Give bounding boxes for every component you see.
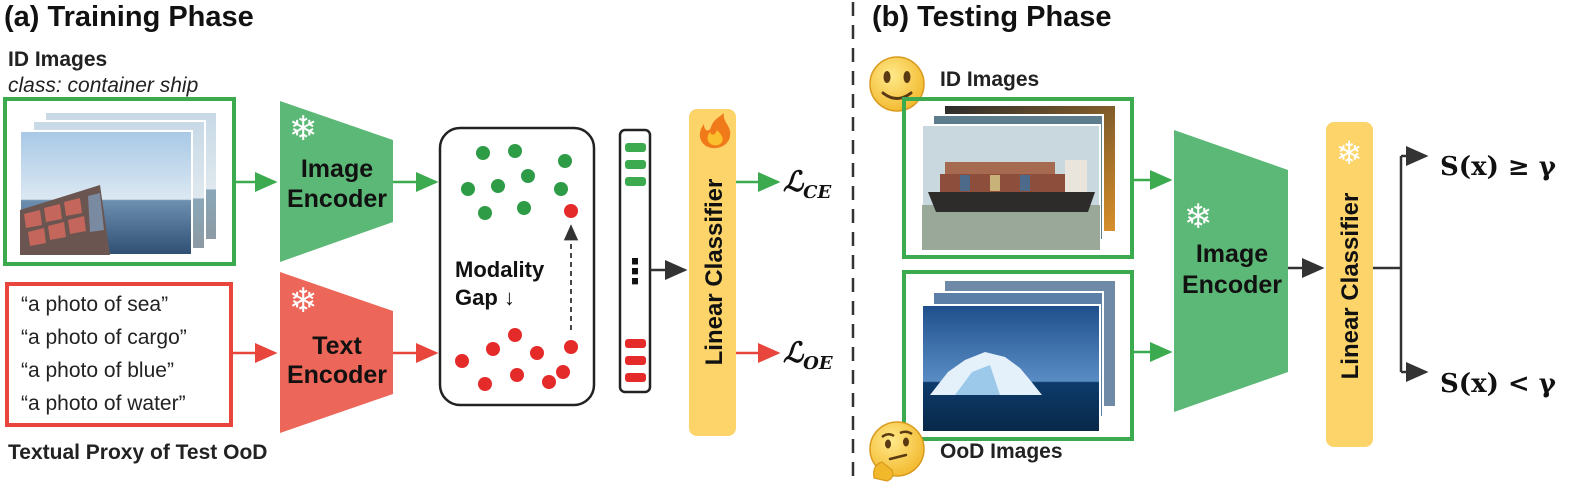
feature-vector (618, 128, 652, 394)
shifted-red-dot (564, 204, 578, 218)
loss-ce-subscript: CE (803, 182, 831, 203)
training-classifier-label: Linear Classifier (701, 179, 728, 366)
training-image-encoder (280, 101, 393, 262)
text-encoder-label-2: Encoder (287, 361, 387, 389)
testing-linear-classifier (1326, 122, 1373, 447)
prompt-4: “a photo of water” (21, 392, 186, 415)
testing-image-encoder-label-1: Image (1196, 240, 1268, 268)
testing-classifier-label: Linear Classifier (1337, 193, 1364, 380)
training-id-image-stack (3, 97, 236, 266)
testing-title: (b) Testing Phase (872, 1, 1112, 33)
loss-oe: ℒOE (783, 336, 833, 374)
testing-id-image-stack (902, 97, 1134, 259)
flame-icon (699, 113, 731, 149)
loss-oe-subscript: OE (803, 353, 833, 374)
text-prompts-box (5, 282, 233, 427)
green-feature-dots (461, 144, 572, 220)
text-encoder (280, 272, 393, 433)
prompt-1: “a photo of sea” (21, 293, 168, 316)
score-low-label: S(x) < γ (1440, 369, 1557, 399)
snowflake-icon: ❄ (1184, 198, 1213, 236)
snowflake-icon: ❄ (289, 282, 318, 320)
snowflake-icon: ❄ (1336, 135, 1363, 171)
smiley-face-icon (869, 56, 925, 112)
testing-image-encoder-label-2: Encoder (1182, 271, 1282, 299)
training-linear-classifier (689, 109, 736, 436)
training-image-encoder-label-1: Image (301, 155, 373, 183)
prompt-2: “a photo of cargo” (21, 326, 187, 349)
training-title: (a) Training Phase (4, 1, 254, 33)
modality-gap-label-1: Modality (455, 257, 545, 282)
training-image-encoder-label-2: Encoder (287, 185, 387, 213)
snowflake-icon: ❄ (289, 110, 318, 148)
thinking-face-icon (869, 421, 925, 482)
modality-gap-label-2: Gap ↓ (455, 285, 515, 310)
text-encoder-label-1: Text (312, 332, 362, 360)
testing-ood-images-label: OoD Images (940, 440, 1063, 463)
output-branch (1373, 146, 1429, 382)
score-high-label: S(x) ≥ γ (1440, 152, 1557, 182)
training-class-label: class: container ship (8, 74, 198, 97)
textual-proxy-label: Textual Proxy of Test OoD (8, 441, 267, 464)
loss-ce: ℒCE (783, 165, 831, 203)
training-id-images-label: ID Images (8, 48, 107, 71)
testing-image-encoder (1174, 130, 1288, 412)
prompt-3: “a photo of blue” (21, 359, 174, 382)
vector-ellipsis: ⋮ (618, 253, 652, 291)
testing-id-images-label: ID Images (940, 68, 1039, 91)
testing-ood-image-stack (902, 270, 1134, 441)
red-feature-dots (455, 328, 578, 391)
embedding-space-box (438, 126, 596, 407)
